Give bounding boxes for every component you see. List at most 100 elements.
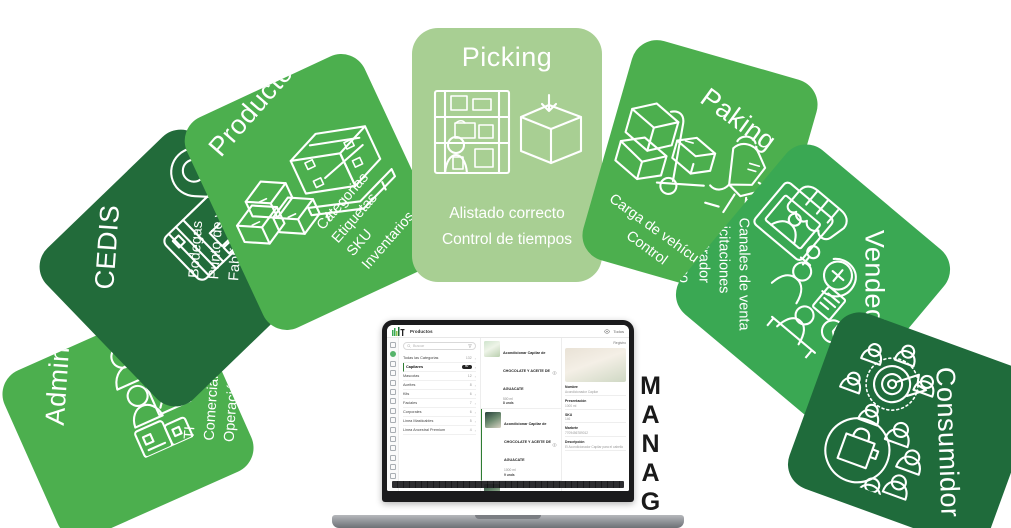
sidebar-rail[interactable] xyxy=(387,338,399,491)
detail-field-sku: SKU 146 xyxy=(565,413,626,424)
category-name: Capilares xyxy=(406,365,424,369)
category-count: 8 xyxy=(469,383,472,387)
rail-icon-dashboard[interactable] xyxy=(389,342,396,348)
rail-icon-orders[interactable] xyxy=(389,370,396,377)
card-vendedor[interactable]: Vendedor xyxy=(665,133,961,431)
rail-icon-store[interactable] xyxy=(389,407,396,414)
card-picking-items: Alistado correcto Control de tiempos xyxy=(442,201,572,254)
chevron-right-icon: › xyxy=(474,382,476,388)
agent-money-icon xyxy=(770,245,857,305)
field-value[interactable]: Acondicionador Capilar xyxy=(565,390,626,396)
search-input[interactable]: Buscar xyxy=(403,342,476,350)
card-consumidor-icons xyxy=(806,325,980,512)
laptop-base xyxy=(332,515,684,528)
building-icon xyxy=(134,416,194,459)
rail-icon-products[interactable] xyxy=(389,351,396,358)
laptop-mockup: Productos Todos xyxy=(332,320,684,528)
app-body: Buscar Todas las Categorias 132 › Capila… xyxy=(387,338,629,491)
product-stock: 8 unds xyxy=(503,401,514,406)
product-name: Acondicionar Capilar de CHOCOLATE Y ACEI… xyxy=(504,422,551,463)
rail-icon-billing[interactable] xyxy=(389,454,396,461)
field-value[interactable]: 7709456789012 xyxy=(565,431,626,438)
category-count-badge: 97 xyxy=(462,365,472,370)
category-name: Linea Ancestral Premium xyxy=(403,428,446,432)
category-name: Corporales xyxy=(403,410,422,414)
field-value[interactable]: 1000 ml xyxy=(565,404,626,410)
eye-icon[interactable] xyxy=(552,371,557,375)
category-row[interactable]: Linea Masticables 5 › xyxy=(403,417,476,426)
card-picking-icons xyxy=(429,87,585,179)
boxes-icon xyxy=(235,180,321,245)
app-header: Productos Todos xyxy=(387,325,629,338)
category-name: Faciales xyxy=(403,401,418,405)
app-header-filter-label[interactable]: Todos xyxy=(613,328,624,334)
category-row[interactable]: Kits 6 › xyxy=(403,390,476,399)
rail-icon-calendar[interactable] xyxy=(389,435,396,442)
card-vendedor-icons xyxy=(704,161,923,378)
warehouse-shelf-picker-icon xyxy=(433,89,511,175)
eye-icon[interactable] xyxy=(604,328,611,334)
rail-icon-analytics[interactable] xyxy=(389,464,396,471)
hand-truck-boxes-icon xyxy=(614,102,717,195)
card-producto[interactable]: Producto xyxy=(176,45,452,339)
filter-icon[interactable] xyxy=(468,344,472,348)
product-size: 500 ml xyxy=(503,396,513,401)
card-paking-icons xyxy=(602,86,803,241)
chevron-right-icon: › xyxy=(474,400,476,406)
product-thumbnail xyxy=(484,341,500,357)
rail-icon-help[interactable] xyxy=(389,473,396,480)
category-name: Kits xyxy=(403,392,410,396)
product-row-selected[interactable]: Acondicionar Capilar de CHOCOLATE Y ACEI… xyxy=(481,409,561,481)
rail-icon-search[interactable] xyxy=(389,360,396,367)
rail-icon-inventory[interactable] xyxy=(389,379,396,386)
card-paking[interactable]: Paking xyxy=(576,33,824,307)
product-thumbnail xyxy=(485,412,501,429)
category-panel: Buscar Todas las Categorias 132 › Capila… xyxy=(399,338,481,491)
card-picking-item-1: Control de tiempos xyxy=(441,231,573,249)
rail-icon-reports[interactable] xyxy=(389,398,396,405)
product-stock: 9 unds xyxy=(504,472,515,477)
category-count: 12 xyxy=(467,374,472,378)
product-row[interactable]: Acondicionar Capilar de CHOCOLATE Y ACEI… xyxy=(481,338,561,410)
open-box-arrow-icon xyxy=(519,93,583,165)
category-count: 7 xyxy=(469,401,472,405)
category-row[interactable]: Aceites 8 › xyxy=(403,381,476,390)
chevron-right-icon: › xyxy=(474,391,476,397)
card-consumidor[interactable]: Consumidor xyxy=(780,305,1011,528)
rail-icon-tags[interactable] xyxy=(389,445,396,452)
category-row[interactable]: Mascotas 12 › xyxy=(403,372,476,381)
search-placeholder: Buscar xyxy=(413,344,425,348)
product-detail-panel: Registro Nombre Acondicionador Capilar P… xyxy=(561,338,629,491)
field-value[interactable]: 146 xyxy=(565,417,626,424)
search-icon xyxy=(407,344,411,348)
category-row[interactable]: Todas las Categorias 132 › xyxy=(403,354,476,363)
category-row[interactable]: Linea Ancestral Premium 4 › xyxy=(403,426,476,435)
product-size: 1000 ml xyxy=(504,467,516,472)
card-producto-icons xyxy=(207,101,414,277)
category-row[interactable]: Corporales 6 › xyxy=(403,408,476,417)
chevron-right-icon: › xyxy=(474,373,476,379)
field-value[interactable]: El Acondicionador Capilar para el cabell… xyxy=(565,445,626,452)
rail-icon-settings[interactable] xyxy=(389,417,396,424)
app-screen: Productos Todos xyxy=(387,325,629,491)
field-label: Nombre xyxy=(565,385,578,389)
card-admin-title: Admin xyxy=(39,345,76,427)
laptop-keyboard xyxy=(392,481,624,488)
category-count: 132 xyxy=(465,356,472,360)
rail-icon-users[interactable] xyxy=(389,426,396,433)
chevron-right-icon: › xyxy=(474,418,476,424)
detail-field-descripcion: Descripción El Acondicionador Capilar pa… xyxy=(565,440,626,452)
ilet-logo-icon xyxy=(392,326,405,336)
chevron-right-icon: › xyxy=(474,364,476,370)
category-count: 4 xyxy=(469,428,472,432)
storefront-icon xyxy=(753,181,848,261)
card-picking-title: Picking xyxy=(461,42,553,72)
category-row-selected[interactable]: Capilares 97 › xyxy=(403,363,476,372)
card-vendedor-item-0: Canales de venta xyxy=(735,217,752,331)
eye-icon[interactable] xyxy=(552,442,557,447)
detail-header[interactable]: Registro xyxy=(613,341,626,345)
rail-icon-shipping[interactable] xyxy=(389,388,396,395)
category-row[interactable]: Faciales 7 › xyxy=(403,399,476,408)
card-picking[interactable]: Picking xyxy=(412,28,602,282)
field-label: Marbete xyxy=(565,426,579,431)
